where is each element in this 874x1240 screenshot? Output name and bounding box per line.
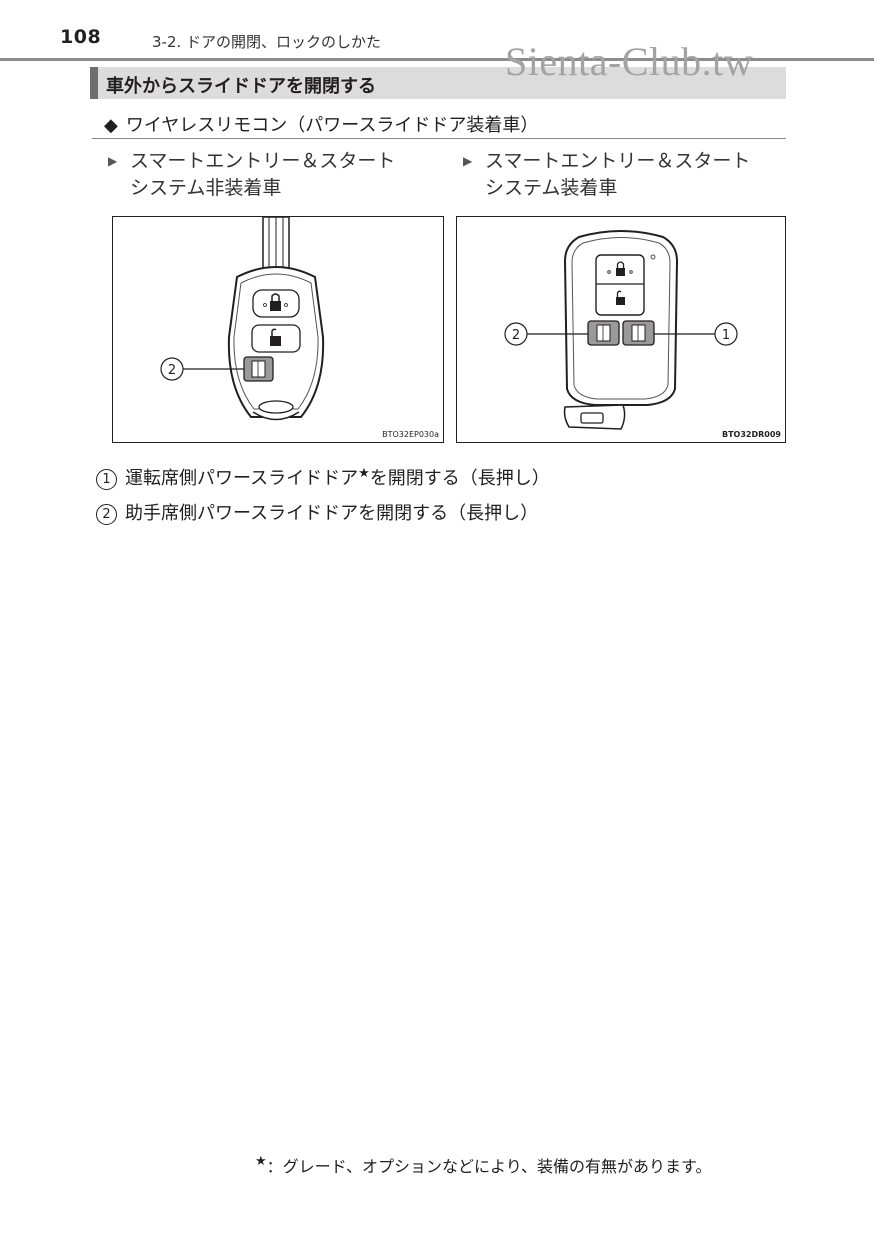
legend-text-after: を開閉する（長押し） — [369, 468, 550, 489]
figure-code-right: BTO32DR009 — [722, 430, 781, 439]
section-title: 車外からスライドドアを開閉する — [106, 76, 376, 97]
legend-number: 2 — [96, 504, 117, 525]
section-header-bar — [90, 67, 786, 99]
footnote: ★：グレード、オプションなどにより、装備の有無があります。 — [255, 1153, 711, 1177]
breadcrumb: 3-2. ドアの開閉、ロックのしかた — [152, 33, 382, 51]
page-number: 108 — [60, 26, 102, 48]
key-fob-illustration: 2 — [160, 216, 325, 421]
column-heading-right-line1: スマートエントリー＆スタート — [485, 150, 751, 172]
callout-2-left: 2 — [168, 363, 176, 378]
figure-key-fob: 2 BTO32EP030a — [112, 216, 444, 443]
diamond-icon: ◆ — [104, 115, 118, 136]
figure-smart-key: 2 1 BTO32DR009 — [456, 216, 786, 443]
legend-item-1: 1 運転席側パワースライドドア★を開閉する（長押し） — [96, 464, 550, 490]
callout-1-right: 1 — [722, 328, 730, 343]
footnote-text: ：グレード、オプションなどにより、装備の有無があります。 — [266, 1157, 712, 1176]
column-heading-right: ▶ スマートエントリー＆スタート システム装着車 — [463, 148, 750, 202]
smart-key-illustration: 2 1 — [504, 230, 738, 430]
triangle-icon: ▶ — [108, 154, 118, 168]
legend-text: 助手席側パワースライドドアを開閉する（長押し） — [125, 503, 539, 524]
star-icon: ★ — [358, 466, 370, 481]
column-heading-left-line2: システム非装着車 — [130, 177, 282, 199]
header-rule — [0, 58, 874, 61]
subheading-rule — [92, 138, 786, 139]
column-heading-left: ▶ スマートエントリー＆スタート システム非装着車 — [108, 148, 395, 202]
legend-number: 1 — [96, 469, 117, 490]
callout-2-right: 2 — [512, 328, 520, 343]
column-heading-right-line2: システム装着車 — [485, 177, 618, 199]
watermark: Sienta-Club.tw — [505, 39, 754, 84]
star-icon: ★ — [255, 1154, 267, 1169]
triangle-icon: ▶ — [463, 154, 473, 168]
figure-code-left: BTO32EP030a — [382, 430, 439, 439]
column-heading-left-line1: スマートエントリー＆スタート — [130, 150, 396, 172]
subheading-text: ワイヤレスリモコン（パワースライドドア装着車） — [125, 115, 539, 136]
legend-item-2: 2 助手席側パワースライドドアを開閉する（長押し） — [96, 499, 538, 525]
section-header-marker — [90, 67, 98, 99]
subheading: ◆ ワイヤレスリモコン（パワースライドドア装着車） — [104, 111, 538, 137]
legend-text-before: 運転席側パワースライドドア — [125, 468, 359, 489]
